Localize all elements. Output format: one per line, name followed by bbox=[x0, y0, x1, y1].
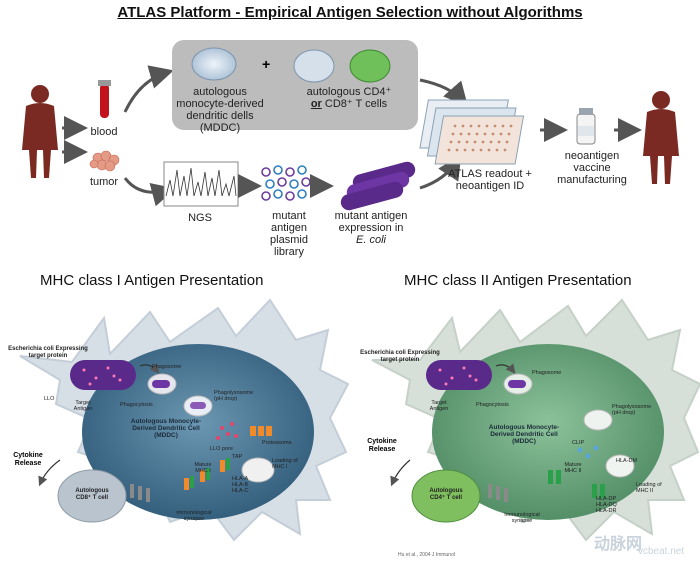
blood-label: blood bbox=[90, 126, 118, 138]
mhc2-phagocytosis-label: Phagocytosis bbox=[476, 402, 509, 408]
mhc1-dendritic-cell-graphic bbox=[19, 298, 350, 542]
mhc1-cytokine-label: Cytokine Release bbox=[13, 452, 43, 467]
mhc2-hla-dm-label: HLA-DM bbox=[616, 458, 638, 464]
atlas-plate-icon bbox=[419, 99, 525, 165]
expression-label: mutant antigen expression in E. coli bbox=[328, 210, 414, 246]
ngs-chromatogram-icon bbox=[163, 161, 239, 207]
mhc2-cytokine-label: Cytokine Release bbox=[367, 438, 397, 453]
t-cells-label: autologous CD4⁺ or CD8⁺ T cells bbox=[290, 86, 408, 110]
patient-right-icon bbox=[643, 91, 679, 184]
ecoli-text: E. coli bbox=[356, 234, 386, 246]
watermark-en: vcbeat.net bbox=[638, 546, 685, 557]
mhc2-phagolysosome-label: Phagolysosome (pH drop) bbox=[612, 404, 652, 416]
mhc2-mature-label: Mature MHC II bbox=[564, 462, 582, 474]
mhc1-proteasome-label: Proteasome bbox=[262, 440, 292, 446]
mhc1-title: MHC class I Antigen Presentation bbox=[40, 272, 264, 289]
mhc1-tap-label: TAP bbox=[232, 454, 243, 460]
plasmid-library-label: mutant antigen plasmid library bbox=[270, 210, 308, 258]
plus-sign: + bbox=[262, 56, 271, 72]
t-cells-type: CD8⁺ T cells bbox=[324, 98, 388, 110]
tumor-label: tumor bbox=[89, 176, 119, 188]
t-cells-line1: autologous CD4⁺ bbox=[306, 86, 392, 98]
tumor-cells-icon bbox=[89, 150, 120, 172]
mhc1-hla-label: HLA-A HLA-B HLA-C bbox=[232, 476, 249, 494]
mhc2-dendritic-cell-graphic bbox=[371, 298, 700, 542]
mhc2-loading-label: Loading of MHC II bbox=[636, 482, 662, 494]
vaccine-vial-icon bbox=[576, 108, 596, 145]
or-emphasis: or bbox=[310, 98, 322, 110]
page-title: ATLAS Platform - Empirical Antigen Selec… bbox=[117, 4, 583, 21]
mddc-label: autologous monocyte-derived dendritic de… bbox=[176, 86, 264, 134]
mhc2-phagosome-label: Phagosome bbox=[532, 370, 562, 376]
t-cells-line2: or CD8⁺ T cells bbox=[290, 98, 408, 110]
mhc1-tcell-label: Autologous CD8⁺ T cell bbox=[75, 488, 109, 501]
mhc1-mature-label: Mature MHC I bbox=[194, 462, 212, 474]
mhc2-cell-label: Autologous Monocyte-Derived Dendritic Ce… bbox=[488, 424, 560, 445]
atlas-label: ATLAS readout + neoantigen ID bbox=[448, 168, 532, 192]
mhc1-phagolysosome-label: Phagolysosome (pH drop) bbox=[214, 390, 254, 402]
t-cell-icon bbox=[293, 49, 335, 83]
mddc-cell-icon bbox=[191, 47, 237, 81]
vaccine-label: neoantigen vaccine manufacturing bbox=[557, 150, 627, 186]
mhc2-citation: Hu et al., 2004 J Immunol bbox=[398, 552, 455, 558]
mhc2-title: MHC class II Antigen Presentation bbox=[404, 272, 632, 289]
mhc2-clip-label: CLIP bbox=[572, 440, 585, 446]
mhc1-phagocytosis-label: Phagocytosis bbox=[120, 402, 153, 408]
mhc2-ecoli-label: Escherichia coli Expressing target prote… bbox=[360, 350, 440, 363]
mhc1-synapse-label: immunological synapse bbox=[176, 510, 212, 522]
mhc1-loading-label: Loading of MHC I bbox=[272, 458, 298, 470]
mhc1-llo-pore-label: LLO pore bbox=[210, 446, 233, 452]
mhc2-hla-label: HLA-DP HLA-DQ HLA-DR bbox=[596, 496, 617, 514]
blood-tube-icon bbox=[98, 80, 111, 118]
mhc1-phagosome-label: Phagosome bbox=[152, 364, 182, 370]
mhc1-cell-label: Autologous Monocyte-Derived Dendritic Ce… bbox=[130, 418, 202, 439]
mhc1-llo-label: LLO bbox=[44, 396, 55, 402]
mhc2-target-label: Target Antigen bbox=[429, 400, 449, 412]
ngs-label: NGS bbox=[188, 212, 212, 224]
patient-left-icon bbox=[22, 85, 58, 178]
watermark-cn: 动脉网 bbox=[594, 536, 643, 553]
cd-t-cell-icon bbox=[349, 49, 391, 83]
plasmid-library-icon bbox=[261, 165, 311, 201]
mhc2-tcell-label: Autologous CD4⁺ T cell bbox=[429, 488, 463, 501]
ecoli-stack-icon bbox=[340, 161, 416, 211]
mhc2-synapse-label: Immunological synapse bbox=[504, 512, 540, 524]
mhc1-target-label: Target Antigen bbox=[73, 400, 93, 412]
expression-text: mutant antigen expression in bbox=[334, 210, 408, 234]
mhc1-ecoli-label: Escherichia coli Expressing target prote… bbox=[8, 346, 88, 359]
